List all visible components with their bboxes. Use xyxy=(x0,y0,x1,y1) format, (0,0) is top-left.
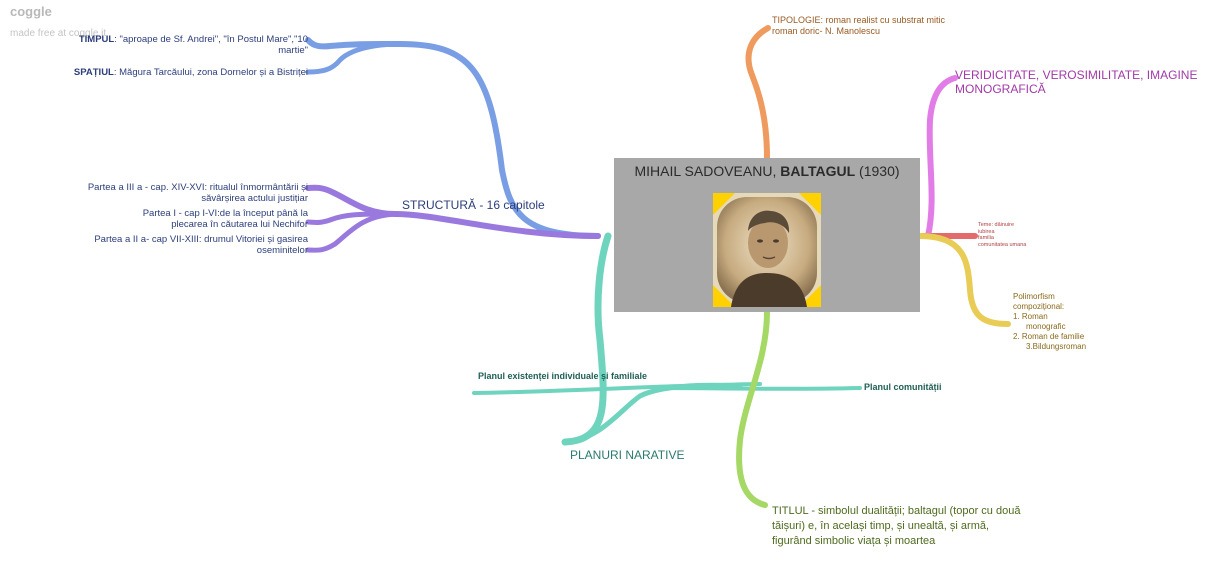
author-portrait xyxy=(713,193,821,307)
struct-part1-line1: Partea I - cap I-VI:de la început până l… xyxy=(142,208,308,219)
node-polimorfism[interactable]: Polimorfism compozițional: 1. Roman mono… xyxy=(1013,292,1086,352)
node-planuri[interactable]: PLANURI NARATIVE xyxy=(570,448,685,462)
veridicitate-line1: VERIDICITATE, VEROSIMILITATE, IMAGINE xyxy=(955,68,1198,82)
spatiul-text: : Măgura Tarcăului, zona Dornelor și a B… xyxy=(113,67,308,78)
timpul-label: TIMPUL xyxy=(78,34,115,45)
branch-planuri xyxy=(561,232,612,446)
branch-planuri-fork xyxy=(562,382,743,445)
struct-part2-line2: oseminitelor xyxy=(256,245,308,256)
branch-struct-2 xyxy=(305,211,398,225)
timpul-text: : "aproape de Sf. Andrei", "în Postul Ma… xyxy=(114,34,308,45)
timpul-text-2: martie" xyxy=(278,45,308,56)
teme-line1: Teme: dăinuire xyxy=(978,222,1015,228)
node-tipologie[interactable]: TIPOLOGIE: roman realist cu substrat mit… xyxy=(772,15,945,37)
branch-veridicitate xyxy=(925,75,958,239)
node-veridicitate[interactable]: VERIDICITATE, VEROSIMILITATE, IMAGINE MO… xyxy=(955,68,1197,96)
titlul-line2: tăișuri) e, în același timp, și unealtă,… xyxy=(772,520,990,532)
branch-timpul xyxy=(305,37,601,239)
node-teme[interactable]: Teme: dăinuire iubirea familia comunitat… xyxy=(978,222,1026,248)
branch-polimorfism xyxy=(917,233,1011,327)
node-structura[interactable]: STRUCTURĂ - 16 capitole xyxy=(402,198,545,212)
veridicitate-line2: MONOGRAFICĂ xyxy=(955,82,1046,96)
node-structura-part2[interactable]: Partea a II a- cap VII-XIII: drumul Vito… xyxy=(20,234,308,256)
struct-part1-line2: plecarea în căutarea lui Nechifor xyxy=(171,219,308,230)
teme-line2: iubirea xyxy=(978,228,995,235)
titlul-line3: figurând simbolic viața și moartea xyxy=(772,535,936,547)
tipologie-line1: TIPOLOGIE: roman realist cu substrat mit… xyxy=(772,15,946,25)
node-spatiul[interactable]: SPAȚIUL: Măgura Tarcăului, zona Dornelor… xyxy=(20,67,308,78)
polimorfism-item-1: 1. Roman xyxy=(1013,312,1048,321)
struct-part3-line2: săvârșirea actului justițiar xyxy=(201,193,308,204)
central-topic-title: MIHAIL SADOVEANU, BALTAGUL (1930) xyxy=(634,163,900,179)
polimorfism-line1: Polimorfism xyxy=(1013,292,1055,301)
polimorfism-item-1b: monografic xyxy=(1026,322,1066,331)
struct-part2-line1: Partea a II a- cap VII-XIII: drumul Vito… xyxy=(94,234,308,245)
branch-tipologie xyxy=(745,25,771,161)
struct-part3-line1: Partea a III a - cap. XIV-XVI: ritualul … xyxy=(87,182,308,193)
node-titlul[interactable]: TITLUL - simbolul dualității; baltagul (… xyxy=(772,504,1020,549)
node-structura-part3[interactable]: Partea a III a - cap. XIV-XVI: ritualul … xyxy=(20,182,308,204)
coggle-watermark: made free at coggle.it xyxy=(10,28,107,39)
branch-struct-3 xyxy=(305,211,398,253)
node-comunitate[interactable]: Planul comunității xyxy=(864,382,942,392)
spatiul-label: SPAȚIUL xyxy=(73,67,114,78)
teme-line4: comunitatea umana xyxy=(978,241,1027,248)
titlul-line1: TITLUL - simbolul dualității; baltagul (… xyxy=(772,505,1021,517)
polimorfism-item-2: 2. Roman de familie xyxy=(1013,332,1085,341)
branch-spatiul xyxy=(305,41,403,75)
node-timpul[interactable]: TIMPUL: "aproape de Sf. Andrei", "în Pos… xyxy=(44,34,308,56)
branch-titlul xyxy=(736,309,770,508)
node-structura-part1[interactable]: Partea I - cap I-VI:de la început până l… xyxy=(20,208,308,230)
polimorfism-line2: compozițional: xyxy=(1013,302,1065,311)
teme-line3: familia xyxy=(978,235,994,241)
branch-comunitate xyxy=(658,386,862,391)
branch-individual xyxy=(472,382,762,395)
node-individual[interactable]: Planul existenței individuale și familia… xyxy=(478,371,648,381)
tipologie-line2: roman doric- N. Manolescu xyxy=(772,26,881,36)
polimorfism-item-3: 3.Bildungsroman xyxy=(1026,342,1087,351)
coggle-logo: coggle xyxy=(10,4,52,19)
